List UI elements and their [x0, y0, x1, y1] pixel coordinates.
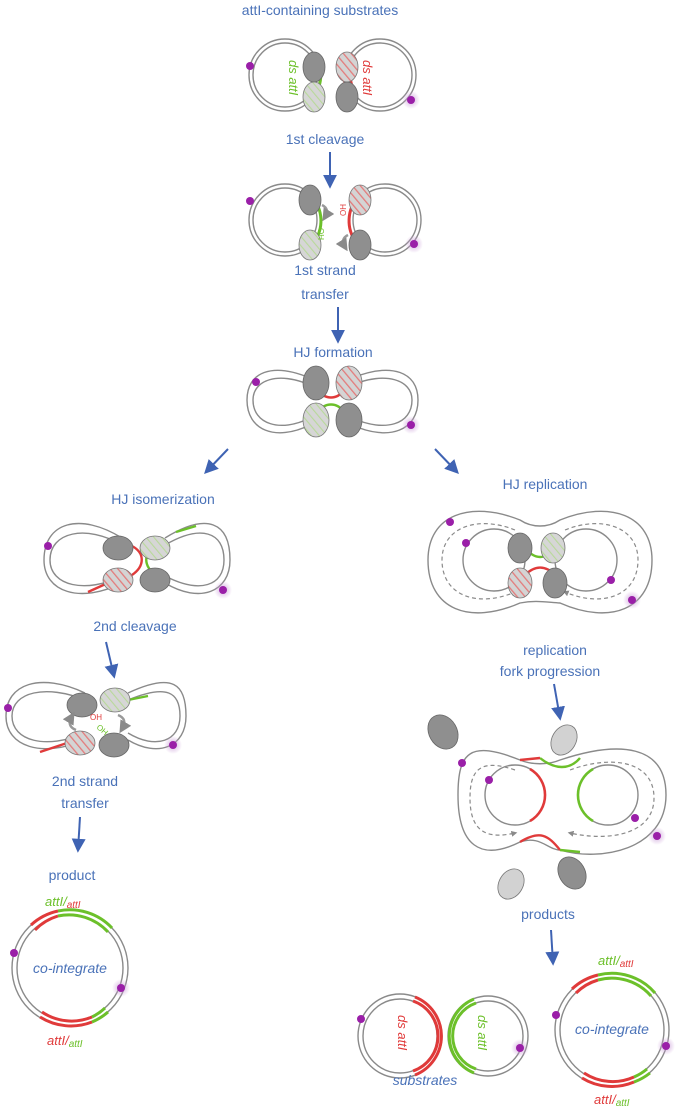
co-integrate-label: co-integrate: [33, 960, 107, 976]
transfer-label: transfer: [301, 286, 349, 302]
marker-dot: [462, 539, 470, 547]
marker-dot: [516, 1044, 524, 1052]
marker-dot: [407, 421, 415, 429]
second-cleavage-label: 2nd cleavage: [93, 618, 177, 634]
arrow-left-branch: [204, 448, 229, 475]
ds-atti-red-label: ds attI: [395, 1015, 410, 1051]
marker-dot: [628, 596, 636, 604]
final-products: ds attI ds attI substrates attI/attI co-…: [357, 953, 675, 1109]
cleavage-curl-arrow: [321, 203, 335, 222]
marker-dot: [410, 240, 418, 248]
marker-dot: [4, 704, 12, 712]
arrow-right-branch: [434, 448, 459, 475]
stage-second-cleavage: OH OH 2nd strand transfer: [4, 681, 187, 853]
product-cointegrate: product attI/attI co-integrate attI/attI: [10, 867, 130, 1050]
stage-first-cleavage: OH OH 1st strand transfer: [246, 183, 423, 344]
arrow-down: [104, 641, 119, 679]
marker-dot: [10, 949, 18, 957]
ds-atti-red-label: ds attI: [360, 60, 375, 96]
atti-top-label: attI/attI: [598, 953, 634, 970]
marker-dot: [485, 776, 493, 784]
protein-light: [302, 81, 326, 113]
protein-dark: [335, 81, 359, 113]
released-protein: [550, 724, 578, 756]
released-protein: [497, 868, 525, 900]
oh-label: OH: [339, 204, 348, 216]
transfer-label: transfer: [61, 795, 109, 811]
ds-atti-green-label: ds attI: [475, 1015, 490, 1051]
substrates-label: substrates: [393, 1072, 458, 1088]
marker-dot: [117, 984, 125, 992]
arrow-down: [545, 929, 560, 966]
stage-fork-progression: products: [427, 714, 667, 966]
replication-outer-contour: [427, 510, 653, 614]
substrates-title-line1: attI-containing substrates: [242, 2, 398, 18]
hj-formation-label: HJ formation: [293, 344, 372, 360]
atti-bottom-label: attI/attI: [47, 1033, 83, 1050]
marker-dot: [169, 741, 177, 749]
atti-top-label: attI/attI: [45, 894, 81, 911]
stage-substrates: attI-containing substrates ds attI ds at…: [242, 2, 420, 189]
products-label: products: [521, 906, 575, 922]
marker-dot: [252, 378, 260, 386]
marker-dot: [44, 542, 52, 550]
branch-replication: HJ replication replication fork progress…: [427, 476, 653, 721]
replication-label: replication: [523, 642, 587, 658]
marker-dot: [219, 586, 227, 594]
fork-progression-label: fork progression: [500, 663, 600, 679]
arrow-down: [551, 683, 565, 721]
released-protein: [427, 714, 459, 750]
ds-atti-green-label: ds attI: [286, 60, 301, 96]
marker-dot: [446, 518, 454, 526]
released-protein: [557, 856, 587, 890]
fork-outer-contour: [457, 748, 667, 855]
marker-dot: [357, 1015, 365, 1023]
branch-isomerization: HJ isomerization 2nd cleavage: [43, 491, 232, 679]
marker-dot: [607, 576, 615, 584]
first-cleavage-label: 1st cleavage: [286, 131, 365, 147]
protein-light: [335, 51, 359, 83]
stage-hj-formation: HJ formation: [204, 344, 459, 475]
cleavage-curl-arrow: [335, 233, 349, 252]
arrow-down: [71, 816, 86, 853]
second-strand-label: 2nd strand: [52, 773, 118, 789]
hj-isomerization-label: HJ isomerization: [111, 491, 214, 507]
marker-dot: [246, 197, 254, 205]
marker-dot: [246, 62, 254, 70]
oh-label: OH: [316, 228, 325, 240]
atti-bottom-label: attI/attI: [594, 1092, 630, 1109]
co-integrate-label: co-integrate: [575, 1021, 649, 1037]
marker-dot: [552, 1011, 560, 1019]
marker-dot: [653, 832, 661, 840]
marker-dot: [662, 1042, 670, 1050]
marker-dot: [631, 814, 639, 822]
marker-dot: [407, 96, 415, 104]
product-label: product: [49, 867, 96, 883]
oh-label: OH: [90, 713, 102, 722]
protein-dark: [302, 51, 326, 83]
marker-dot: [458, 759, 466, 767]
hj-replication-label: HJ replication: [503, 476, 588, 492]
first-strand-label: 1st strand: [294, 262, 355, 278]
